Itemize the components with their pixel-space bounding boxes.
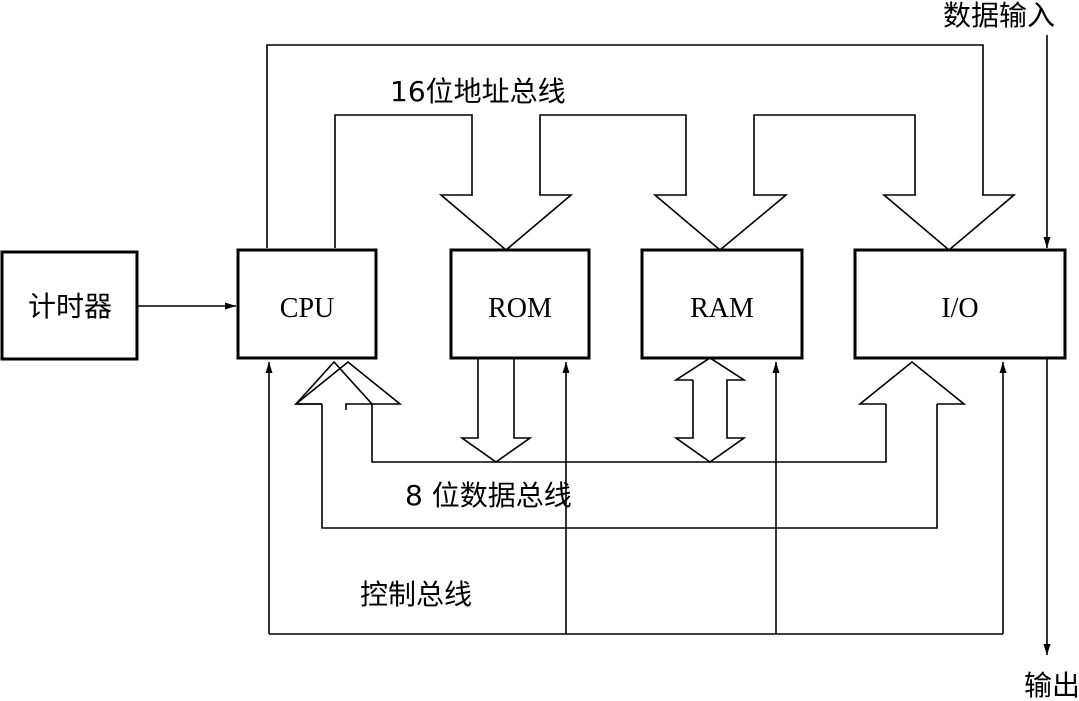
ram-label: RAM — [690, 293, 754, 324]
address-bus: 16位地址总线 — [266, 44, 1017, 252]
rom-data-arrow — [459, 358, 533, 463]
ram-data-arrow — [673, 357, 747, 463]
timer-block: 计时器 — [0, 250, 139, 361]
address-bus-ram-line — [539, 114, 687, 195]
address-arrow-rom — [438, 194, 574, 252]
address-bus-rom-line — [334, 114, 473, 248]
address-bus-label: 16位地址总线 — [390, 75, 566, 108]
address-arrow-io — [881, 194, 1017, 252]
cpu-block: CPU — [236, 248, 378, 360]
data-bus: 8 位数据总线 — [293, 357, 967, 529]
control-bus-label: 控制总线 — [360, 578, 472, 611]
io-label: I/O — [941, 293, 978, 324]
cpu-data-arrow — [293, 360, 403, 405]
data-bus-outer-line — [321, 404, 938, 529]
rom-label: ROM — [488, 293, 552, 324]
cpu-label: CPU — [280, 293, 334, 324]
data-input-label: 数据输入 — [943, 0, 1055, 32]
rom-block: ROM — [449, 248, 591, 360]
data-bus-outer — [294, 360, 374, 410]
ram-block: RAM — [640, 248, 804, 360]
address-bus-outer-line — [266, 44, 984, 248]
timer-label: 计时器 — [28, 290, 112, 323]
io-data-arrow — [857, 360, 967, 405]
data-bus-inner-line — [371, 404, 887, 463]
address-bus-io-line — [753, 114, 916, 195]
address-arrow-ram — [652, 194, 789, 252]
control-bus: 控制总线 — [265, 362, 1007, 635]
io-block: I/O — [853, 248, 1067, 360]
data-bus-label: 8 位数据总线 — [405, 479, 572, 512]
output-label: 输出 — [1024, 669, 1079, 701]
